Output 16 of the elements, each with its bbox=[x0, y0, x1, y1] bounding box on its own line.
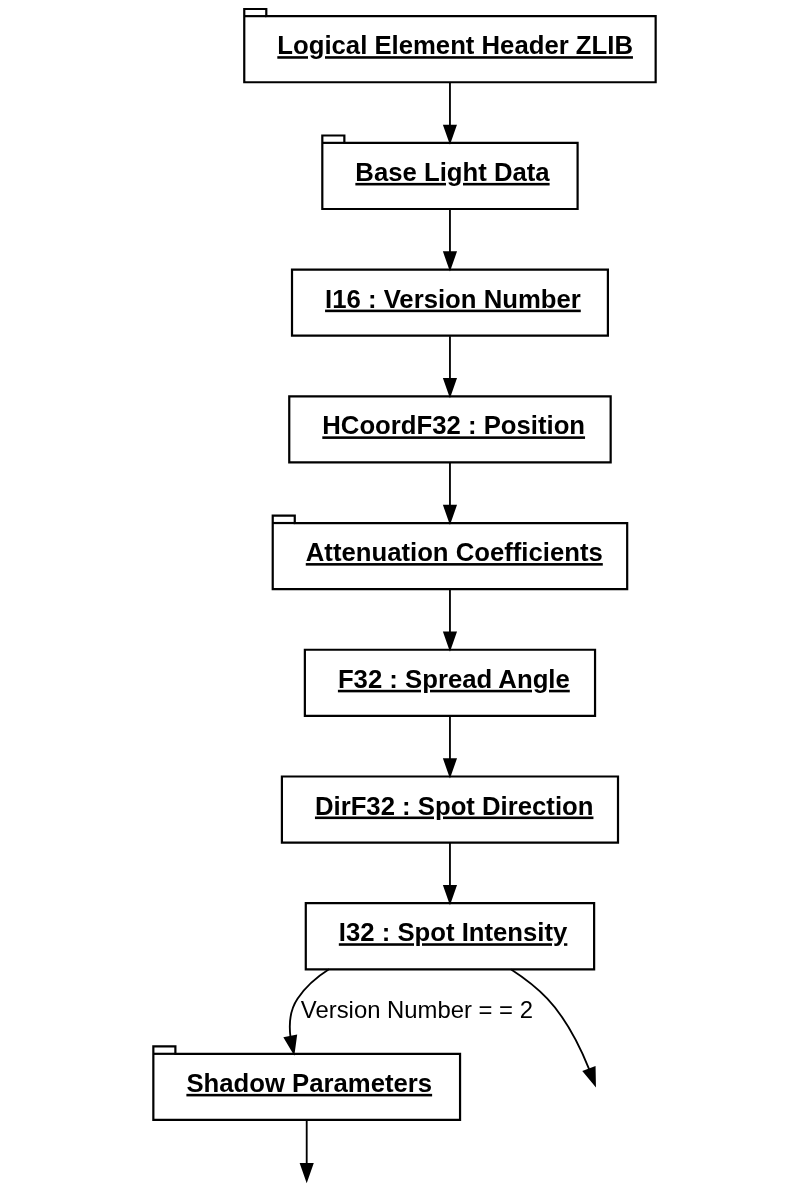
node-box: F32 : Spread Angle bbox=[303, 648, 596, 717]
node-box: DirF32 : Spot Direction bbox=[280, 775, 619, 844]
edge-label: Version Number = = 2 bbox=[300, 995, 533, 1023]
arrow bbox=[442, 715, 457, 779]
arrow bbox=[442, 81, 457, 145]
arrow bbox=[509, 968, 596, 1088]
arrow bbox=[442, 208, 457, 272]
node-box: I32 : Spot Intensity bbox=[304, 902, 595, 971]
arrow bbox=[442, 461, 457, 526]
node-box: HCoordF32 : Position bbox=[287, 395, 612, 464]
arrow bbox=[282, 968, 330, 1056]
node-box: I16 : Version Number bbox=[290, 268, 609, 337]
arrow bbox=[442, 335, 457, 399]
arrow bbox=[442, 842, 457, 906]
arrow bbox=[442, 588, 457, 652]
arrow bbox=[299, 1119, 314, 1184]
